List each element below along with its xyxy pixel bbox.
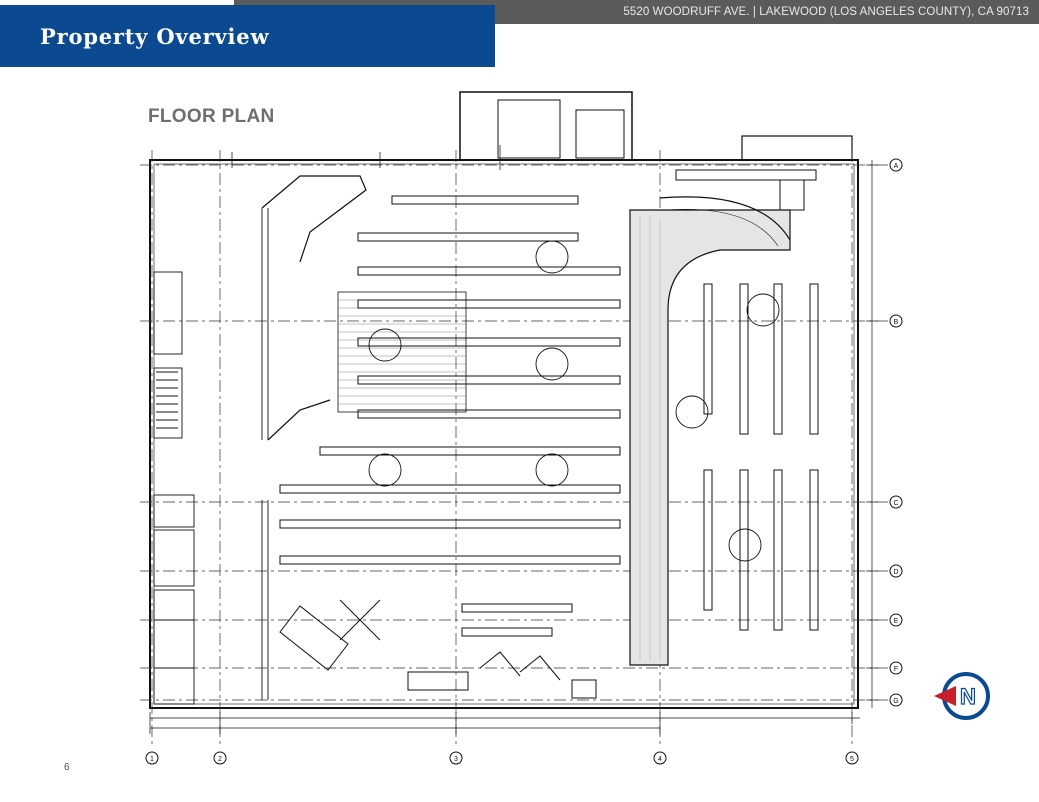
curved-walkway (629, 196, 791, 666)
grid-col-bubble-5: 5 (845, 751, 859, 765)
rear-annex (459, 91, 633, 160)
grid-row-bubble-c: C (889, 495, 903, 509)
checkout-area (279, 599, 597, 699)
svg-text:C: C (893, 500, 898, 507)
grid-row-bubble-a: A (889, 158, 903, 172)
floor-plan-title: FLOOR PLAN (148, 106, 275, 127)
north-label: N (960, 684, 976, 709)
hatched-area (337, 291, 467, 413)
property-address: 5520 WOODRUFF AVE. | LAKEWOOD (LOS ANGEL… (623, 6, 1029, 18)
aisle-gondolas (279, 195, 621, 565)
svg-text:3: 3 (454, 756, 458, 763)
section-title: Property Overview (40, 23, 270, 49)
grid-row-bubble-g: G (889, 693, 903, 707)
svg-text:G: G (893, 698, 898, 705)
dimension-lines (149, 160, 878, 734)
svg-text:A: A (894, 163, 899, 170)
grid-col-bubble-1: 1 (145, 751, 159, 765)
svg-text:1: 1 (150, 756, 154, 763)
svg-text:F: F (894, 666, 898, 673)
svg-text:B: B (894, 319, 899, 326)
grid-col-bubble-3: 3 (449, 751, 463, 765)
page-number: 6 (64, 762, 70, 773)
left-rooms (153, 208, 269, 705)
svg-text:5: 5 (850, 756, 854, 763)
grid-row-bubble-f: F (889, 661, 903, 675)
grid-row-bubble-d: D (889, 564, 903, 578)
north-compass-icon: N (934, 672, 990, 720)
building-outline (149, 159, 859, 709)
grid-row-bubble-b: B (889, 314, 903, 328)
column-circles (368, 240, 780, 562)
right-gondolas (675, 169, 819, 631)
svg-text:D: D (893, 569, 898, 576)
grid-col-bubble-2: 2 (213, 751, 227, 765)
svg-text:E: E (894, 618, 899, 625)
svg-text:2: 2 (218, 756, 222, 763)
grid-col-bubble-4: 4 (653, 751, 667, 765)
grid-row-bubble-e: E (889, 613, 903, 627)
grid-bubbles: A B C D E F G 1 2 3 4 5 (145, 158, 903, 765)
section-header: Property Overview (0, 5, 495, 67)
svg-text:4: 4 (658, 756, 662, 763)
